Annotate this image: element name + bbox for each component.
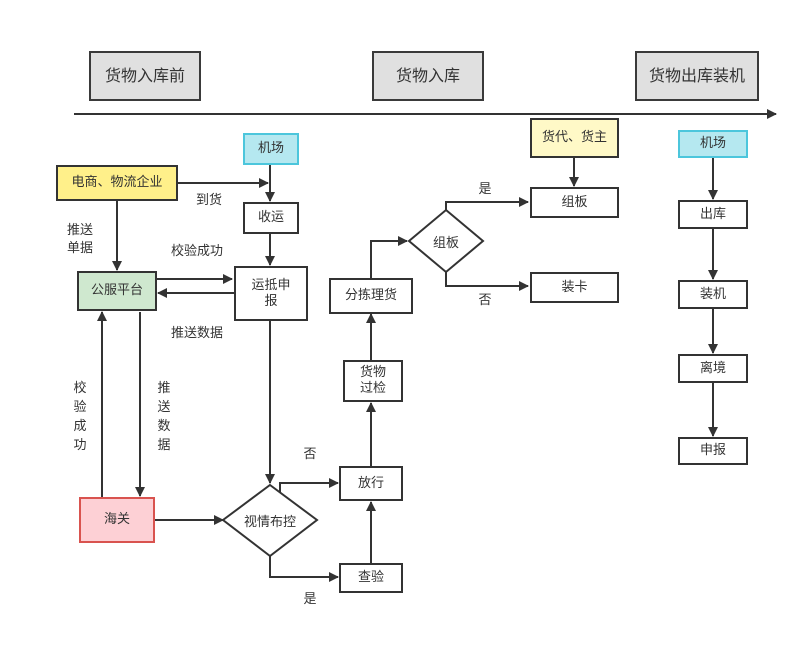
- node-customs[interactable]: 海关: [79, 497, 155, 543]
- edge-label-push-data-vertical: 推送数据: [157, 381, 171, 453]
- edge-sorting-decision: [370, 236, 408, 278]
- control-decision-label[interactable]: 视情布控: [243, 514, 296, 530]
- edge-control-release: [279, 478, 339, 493]
- edge-decision-pallet: [445, 197, 529, 210]
- node-public-platform[interactable]: 公服平台: [77, 271, 157, 311]
- control-decision-diamond: [221, 483, 319, 558]
- pallet-decision-label[interactable]: 组板: [432, 235, 459, 251]
- edge-label-push-data: 推送数据: [170, 326, 223, 341]
- node-receive[interactable]: 收运: [243, 202, 299, 234]
- node-airport[interactable]: 机场: [243, 133, 299, 165]
- node-release[interactable]: 放行: [339, 466, 403, 501]
- node-cargo-check[interactable]: 货物过检: [343, 360, 403, 402]
- node-airport-outbound[interactable]: 机场: [678, 130, 748, 158]
- node-report[interactable]: 申报: [678, 437, 748, 465]
- phase-outbound-loading: 货物出库装机: [635, 51, 759, 101]
- pallet-decision-diamond: [407, 208, 485, 274]
- edge-label-arrival: 到货: [195, 193, 222, 208]
- edge-label-verify-success-vertical: 校验成功: [73, 381, 87, 453]
- node-load-aircraft[interactable]: 装机: [678, 280, 748, 309]
- edge-label-control-no: 否: [303, 447, 317, 462]
- node-outbound[interactable]: 出库: [678, 200, 748, 229]
- node-sorting[interactable]: 分拣理货: [329, 278, 413, 314]
- node-ecommerce-logistics[interactable]: 电商、物流企业: [56, 165, 178, 201]
- node-pallet[interactable]: 组板: [530, 187, 619, 218]
- node-departure[interactable]: 离境: [678, 354, 748, 383]
- edge-control-inspect: [269, 556, 339, 582]
- edge-label-verify-success: 校验成功: [170, 244, 223, 259]
- edge-label-control-yes: 是: [303, 592, 317, 607]
- node-arrival-declaration[interactable]: 运抵申报: [234, 266, 308, 321]
- phase-before-warehouse: 货物入库前: [89, 51, 201, 101]
- edge-label-push-documents: 推送单据: [66, 223, 93, 256]
- phase-warehouse-in: 货物入库: [372, 51, 484, 101]
- edge-label-pallet-no: 否: [478, 293, 492, 308]
- node-inspection[interactable]: 查验: [339, 563, 403, 593]
- node-truck-loading[interactable]: 装卡: [530, 272, 619, 303]
- edge-label-pallet-yes: 是: [478, 182, 492, 197]
- node-forwarder-owner[interactable]: 货代、货主: [530, 118, 619, 158]
- edge-decision-truck: [445, 272, 529, 291]
